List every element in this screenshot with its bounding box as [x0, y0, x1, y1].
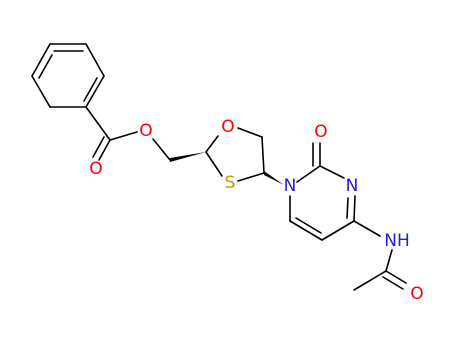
bond-n3-c4-1: [353, 195, 356, 222]
bond-c5-s: [237, 172, 265, 182]
bond-acetyl-oxo-2: [382, 276, 404, 290]
ring-oxygen-label: O: [221, 117, 234, 137]
bond-ring-o-ch2: [237, 127, 263, 138]
bond-c2-n3: [319, 165, 345, 179]
nh-label: NH: [384, 231, 410, 251]
bond-carbonyl-ester-o: [109, 131, 138, 141]
bond-ester-o-ch2: [152, 138, 171, 161]
bond-s-c2: [205, 151, 223, 177]
amide-oxygen-label: O: [410, 284, 423, 304]
bond-c2-ring-o: [205, 135, 219, 153]
bond-carbonyl-double-2: [92, 136, 105, 158]
bond-acetyl-methyl: [353, 270, 387, 291]
bond-c4-nh: [353, 220, 381, 237]
ester-oxygen-label: O: [139, 121, 152, 141]
n1-label: N: [284, 176, 297, 196]
bond-c5-c6-2: [295, 217, 322, 234]
bond-c5-c6-1: [289, 220, 323, 241]
bond-c4-c5: [321, 220, 355, 241]
wedge-bond-ch2: [170, 152, 206, 162]
bond-carbonyl-double-1: [98, 139, 111, 161]
n3-label: N: [346, 176, 359, 196]
bond-nh-acetyl: [385, 249, 393, 272]
bond-n1-c2: [296, 165, 321, 183]
ester-carbonyl-oxygen-label: O: [89, 159, 102, 179]
bond-ring-carbonyl: [85, 106, 111, 141]
c2-oxygen-label: O: [314, 122, 327, 142]
bond-acetyl-oxo-1: [385, 270, 407, 284]
bond-n3-c4-2: [346, 197, 349, 219]
bond-ring-ch2-c5: [261, 136, 265, 174]
wedge-bond-n1: [264, 171, 284, 185]
ring-sulfur-label: S: [225, 173, 236, 193]
benzene-ring: [31, 43, 105, 108]
